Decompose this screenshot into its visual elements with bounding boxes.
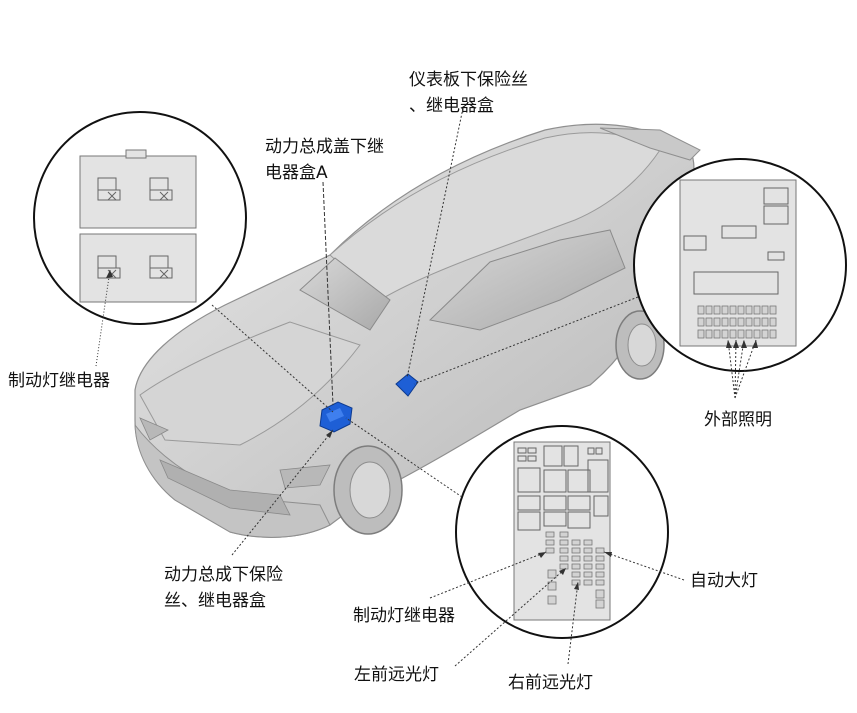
label-auto-headlight: 自动大灯 <box>690 571 758 591</box>
leader-arrowheads <box>106 270 758 590</box>
car-headlight-left <box>139 417 169 441</box>
label-ip-fuse-box-line1: 仪表板下保险丝 <box>409 70 528 90</box>
label-stop-lamp-relay-bottom: 制动灯继电器 <box>353 606 455 626</box>
car-side-window <box>428 229 626 331</box>
label-pcu-relay-box-a-line2: 电器盒A <box>265 163 328 183</box>
label-exterior-lighting: 外部照明 <box>704 410 772 430</box>
car-grille <box>159 459 291 516</box>
car-rear-spoiler <box>599 127 701 161</box>
label-pcu-relay-box-a-line1: 动力总成盖下继 <box>265 137 384 157</box>
pcu-fuse-rows <box>545 531 605 609</box>
label-pcu-fuse-box-line2: 丝、继电器盒 <box>164 591 266 611</box>
vehicle-illustration <box>134 123 701 538</box>
pcu-relay-box-highlight <box>319 401 353 433</box>
detail-circle-pcu-fuse-box <box>455 425 669 639</box>
label-ip-fuse-box-line2: 、继电器盒 <box>409 96 494 116</box>
label-left-high-beam: 左前远光灯 <box>354 665 439 685</box>
rear-wheel-hub <box>627 323 657 367</box>
leader-lines <box>95 107 757 667</box>
car-hood <box>139 321 361 446</box>
detail-circle-ip-fuse-box <box>633 158 847 372</box>
ip-fuse-rows <box>697 305 777 339</box>
label-stop-lamp-relay-left: 制动灯继电器 <box>8 371 110 391</box>
detail-circle-pcu-relay-box <box>33 111 247 325</box>
front-wheel-hub <box>349 461 391 519</box>
car-windshield <box>299 257 391 331</box>
label-right-high-beam: 右前远光灯 <box>508 673 593 693</box>
ip-fuse-box-highlight <box>395 373 419 397</box>
label-pcu-fuse-box-line1: 动力总成下保险 <box>164 565 283 585</box>
car-headlight-right <box>279 464 331 489</box>
